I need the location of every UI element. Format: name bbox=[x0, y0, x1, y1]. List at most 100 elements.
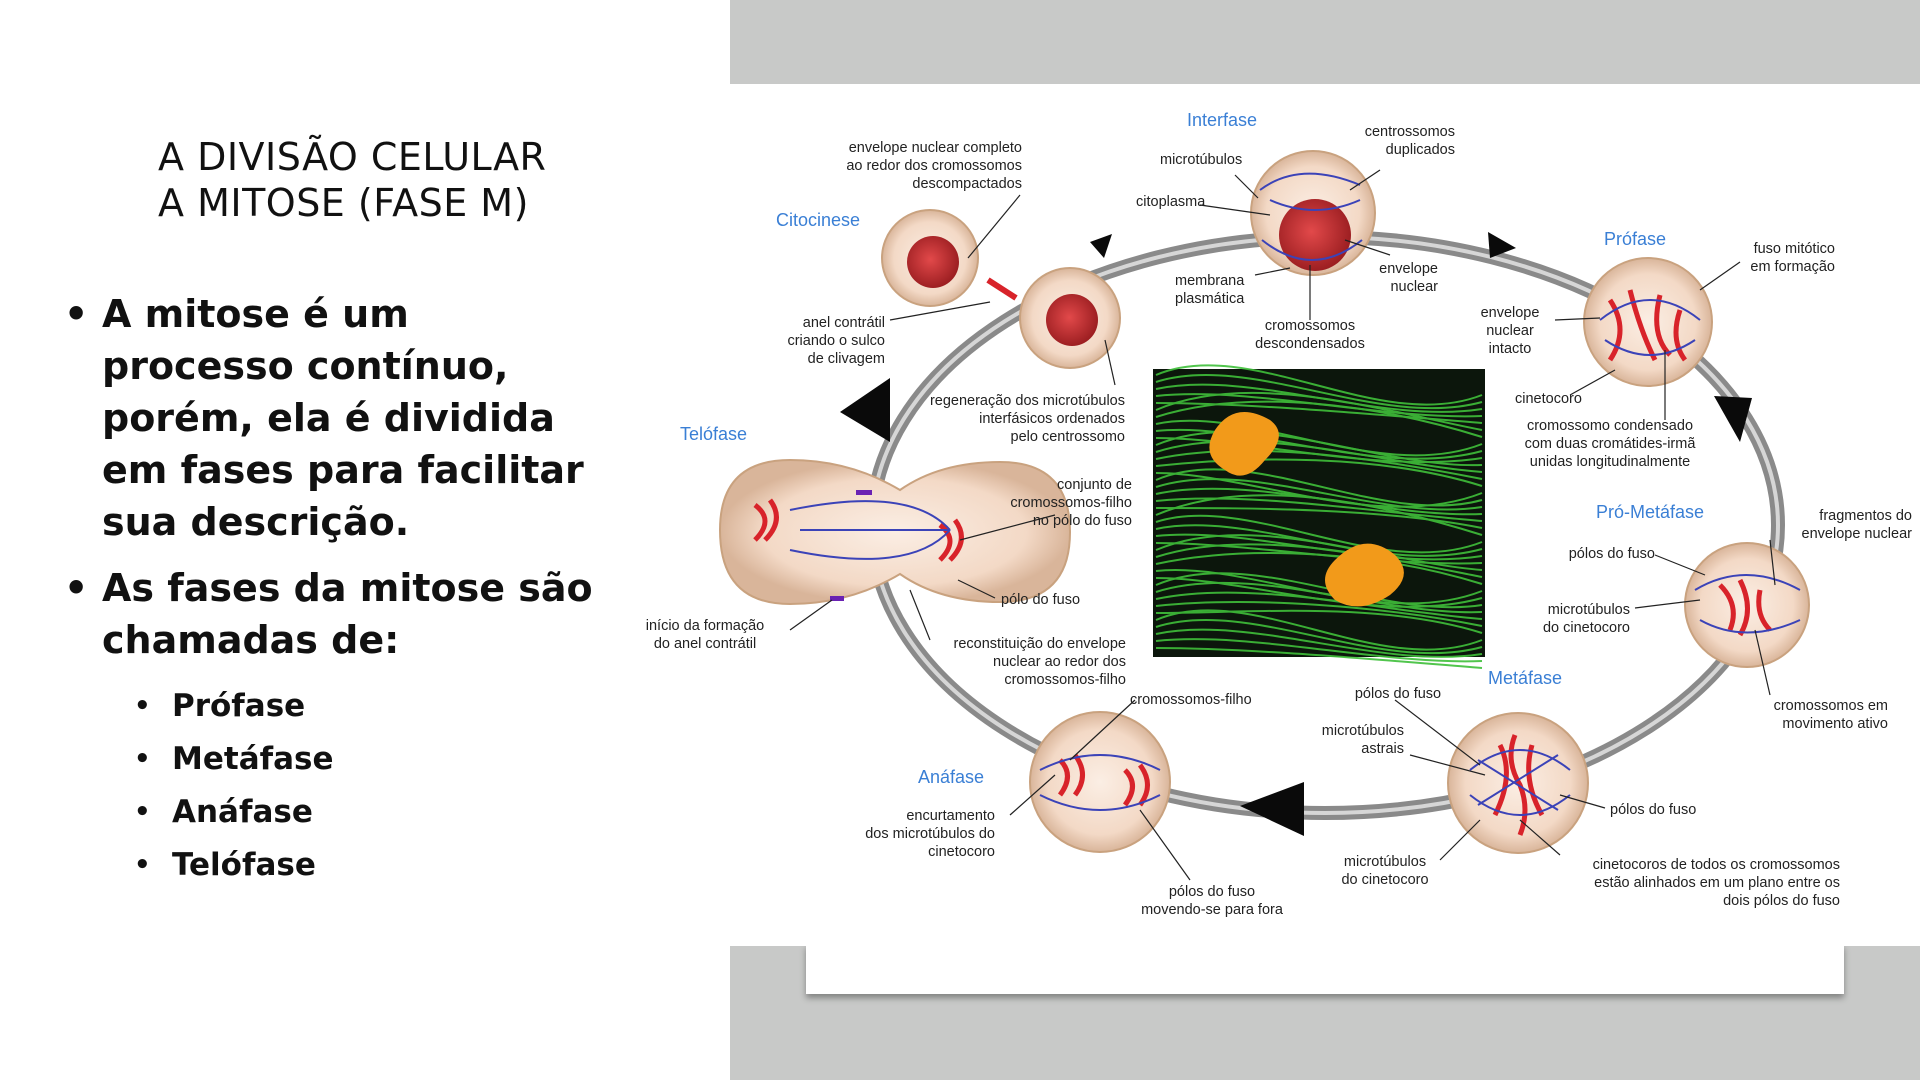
label-line: do anel contrátil bbox=[654, 636, 756, 652]
label-centrossomos: centrossomos duplicados bbox=[1365, 124, 1455, 158]
spindle-fiber bbox=[1155, 572, 1483, 609]
spindle-fiber bbox=[1155, 400, 1483, 438]
bullet-dot: • bbox=[134, 691, 151, 721]
label-line: nuclear bbox=[1390, 279, 1438, 295]
cell-anafase bbox=[1029, 711, 1171, 853]
sub-bullet-anafase: Anáfase bbox=[172, 794, 313, 830]
label-line: ao redor dos cromossomos bbox=[846, 158, 1022, 174]
label-line: movimento ativo bbox=[1782, 716, 1888, 732]
sub-bullet-metafase: Metáfase bbox=[172, 741, 334, 777]
label-line: interfásicos ordenados bbox=[979, 411, 1125, 427]
label-polos-fuso-m: pólos do fuso bbox=[1355, 686, 1441, 702]
label-line: centrossomos bbox=[1365, 124, 1455, 140]
label-microtubulos: microtúbulos bbox=[1160, 152, 1242, 168]
label-line: início da formação bbox=[646, 618, 764, 634]
spindle-fiber bbox=[1155, 638, 1483, 663]
cycle-arrow-icon bbox=[1714, 396, 1752, 442]
spindle-fiber bbox=[1155, 628, 1483, 658]
label-polos-fuso-pm: pólos do fuso bbox=[1569, 546, 1655, 562]
label-line: duplicados bbox=[1386, 142, 1455, 158]
spindle-fiber bbox=[1155, 543, 1483, 578]
label-line: dois pólos do fuso bbox=[1723, 893, 1840, 909]
label-line: microtúbulos bbox=[1344, 854, 1426, 870]
spindle-fiber bbox=[1155, 364, 1483, 406]
title-line-2: A MITOSE (FASE M) bbox=[158, 181, 529, 225]
label-inicio-anel: início da formação do anel contrátil bbox=[646, 618, 764, 652]
label-line: cinetocoro bbox=[928, 844, 995, 860]
cycle-arrow-icon bbox=[1090, 234, 1112, 258]
sub-bullet-item: •Telófase bbox=[134, 839, 604, 892]
cycle-arrow-icon bbox=[1488, 232, 1516, 258]
cell-citocinese bbox=[881, 209, 1121, 369]
label-cromossomos-desc: cromossomos descondensados bbox=[1255, 318, 1365, 352]
label-line: citoplasma bbox=[1136, 194, 1206, 210]
label-line: cromossomos-filho bbox=[1130, 692, 1252, 708]
fluorescence-micrograph bbox=[1151, 364, 1487, 669]
label-microtubulos-cinetocoro-pm: microtúbulos do cinetocoro bbox=[1543, 602, 1630, 636]
label-line: cromossomos-filho bbox=[1004, 672, 1126, 688]
label-line: nuclear bbox=[1486, 323, 1534, 339]
phase-title-citocinese: Citocinese bbox=[776, 210, 860, 230]
label-line: plasmática bbox=[1175, 291, 1245, 307]
label-line: conjunto de bbox=[1057, 477, 1132, 493]
spindle-fiber bbox=[1155, 449, 1483, 480]
sub-bullet-item: •Metáfase bbox=[134, 733, 604, 786]
phase-title-anafase: Anáfase bbox=[918, 767, 984, 787]
label-line: cinetocoro bbox=[1515, 391, 1582, 407]
bullet-item: • As fases da mitose são chamadas de: bbox=[64, 562, 604, 666]
spindle-fiber bbox=[1155, 458, 1483, 487]
label-line: pelo centrossomo bbox=[1011, 429, 1125, 445]
spindle-fiber bbox=[1155, 494, 1483, 536]
spindle-fiber bbox=[1155, 514, 1483, 554]
cell-profase bbox=[1583, 257, 1713, 387]
cycle-arrow-icon bbox=[840, 378, 890, 442]
bullet-dot: • bbox=[64, 292, 89, 336]
bullet-text-1: A mitose é um processo contínuo, porém, … bbox=[102, 292, 584, 544]
label-line: fuso mitótico bbox=[1754, 241, 1835, 257]
spindle-fiber bbox=[1155, 507, 1483, 529]
label-line: astrais bbox=[1361, 741, 1404, 757]
label-line: cromossomos-filho bbox=[1010, 495, 1132, 511]
phase-title-telofase: Telófase bbox=[680, 424, 747, 444]
spindle-fiber bbox=[1155, 601, 1483, 627]
spindle-fiber bbox=[1155, 391, 1483, 431]
spindle-fiber bbox=[1155, 478, 1483, 511]
label-line: membrana bbox=[1175, 273, 1245, 289]
bullet-item: • A mitose é um processo contínuo, porém… bbox=[64, 288, 604, 548]
label-line: fragmentos do bbox=[1819, 508, 1912, 524]
label-line: dos microtúbulos do bbox=[865, 826, 995, 842]
phase-title-interfase: Interfase bbox=[1187, 110, 1257, 130]
label-line: cromossomos bbox=[1265, 318, 1355, 334]
phase-title-prometafase: Pró-Metáfase bbox=[1596, 502, 1704, 522]
label-line: com duas cromátides-irmã bbox=[1525, 436, 1697, 452]
label-line: pólos do fuso bbox=[1355, 686, 1441, 702]
sub-bullet-item: •Prófase bbox=[134, 680, 604, 733]
label-line: microtúbulos bbox=[1548, 602, 1630, 618]
label-citoplasma: citoplasma bbox=[1136, 194, 1206, 210]
spindle-fiber bbox=[1155, 402, 1483, 424]
label-line: cinetocoros de todos os cromossomos bbox=[1593, 857, 1840, 873]
cell-telofase bbox=[718, 458, 1072, 606]
cell-prometafase bbox=[1684, 542, 1810, 668]
bullet-dot: • bbox=[134, 797, 151, 827]
slide-title: A DIVISÃO CELULAR A MITOSE (FASE M) bbox=[158, 134, 546, 226]
label-cromossomos-filho: cromossomos-filho bbox=[1130, 692, 1252, 708]
label-line: descondensados bbox=[1255, 336, 1365, 352]
cycle-arrow-icon bbox=[1240, 782, 1304, 836]
label-line: reconstituição do envelope bbox=[953, 636, 1126, 652]
spindle-fiber bbox=[1155, 609, 1483, 651]
leader-lines bbox=[789, 169, 1776, 881]
phase-title-profase: Prófase bbox=[1604, 229, 1666, 249]
sub-bullet-telofase: Telófase bbox=[172, 847, 316, 883]
label-line: descompactados bbox=[912, 176, 1022, 192]
label-line: do cinetocoro bbox=[1543, 620, 1630, 636]
